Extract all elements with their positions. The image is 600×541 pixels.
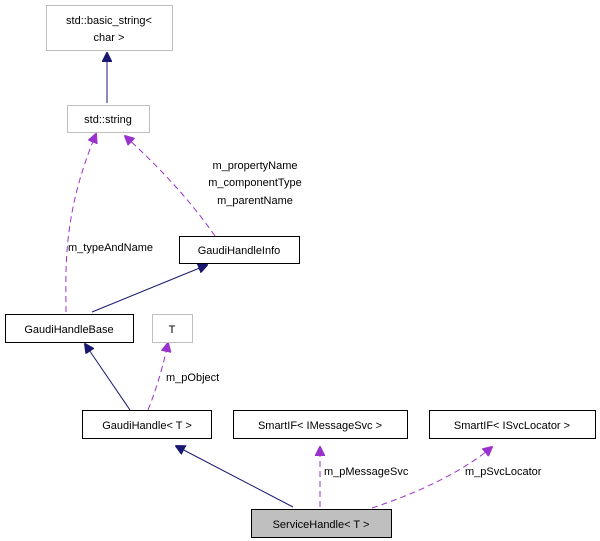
node-gaudi-handle-info-label: GaudiHandleInfo	[198, 245, 281, 257]
node-smartif-svc-locator-label: SmartIF< ISvcLocator >	[454, 420, 570, 432]
node-gaudi-handle[interactable]: GaudiHandle< T >	[82, 410, 212, 439]
node-std-string[interactable]: std::string	[67, 105, 150, 133]
edge-label-property-name: m_propertyName	[213, 160, 298, 172]
edge-label-type-and-name: m_typeAndName	[68, 242, 153, 254]
edge-label-component-type: m_componentType	[208, 177, 302, 189]
node-smartif-message-svc-label: SmartIF< IMessageSvc >	[258, 420, 382, 432]
node-gaudi-handle-info[interactable]: GaudiHandleInfo	[179, 236, 300, 264]
node-gaudi-handle-base-label: GaudiHandleBase	[24, 324, 113, 336]
node-basic-string[interactable]: std::basic_string< char >	[46, 5, 173, 51]
edge-type-and-name	[65, 134, 96, 313]
edge-label-p-object: m_pObject	[166, 372, 219, 384]
edge-p-svc-locator	[371, 447, 492, 509]
edge-label-p-message-svc: m_pMessageSvc	[324, 466, 409, 478]
node-basic-string-line1: std::basic_string<	[66, 15, 152, 27]
edge-p-object	[147, 343, 168, 411]
node-template-t-label: T	[169, 324, 176, 336]
node-smartif-svc-locator[interactable]: SmartIF< ISvcLocator >	[429, 410, 596, 439]
node-service-handle[interactable]: ServiceHandle< T >	[251, 509, 392, 538]
edge-info-members	[125, 136, 216, 237]
edge-service-inherits-handle	[176, 446, 294, 508]
node-gaudi-handle-base[interactable]: GaudiHandleBase	[5, 314, 134, 343]
node-gaudi-handle-label: GaudiHandle< T >	[102, 420, 192, 432]
node-basic-string-line2: char >	[94, 32, 125, 44]
node-service-handle-label: ServiceHandle< T >	[273, 519, 370, 531]
edge-handle-inherits-base	[85, 344, 131, 411]
edge-label-p-svc-locator: m_pSvcLocator	[465, 466, 542, 478]
node-template-t[interactable]: T	[152, 314, 193, 343]
node-smartif-message-svc[interactable]: SmartIF< IMessageSvc >	[233, 410, 408, 439]
edge-label-parent-name: m_parentName	[217, 195, 293, 207]
edge-base-inherits-info	[91, 265, 207, 313]
node-std-string-label: std::string	[84, 114, 132, 126]
